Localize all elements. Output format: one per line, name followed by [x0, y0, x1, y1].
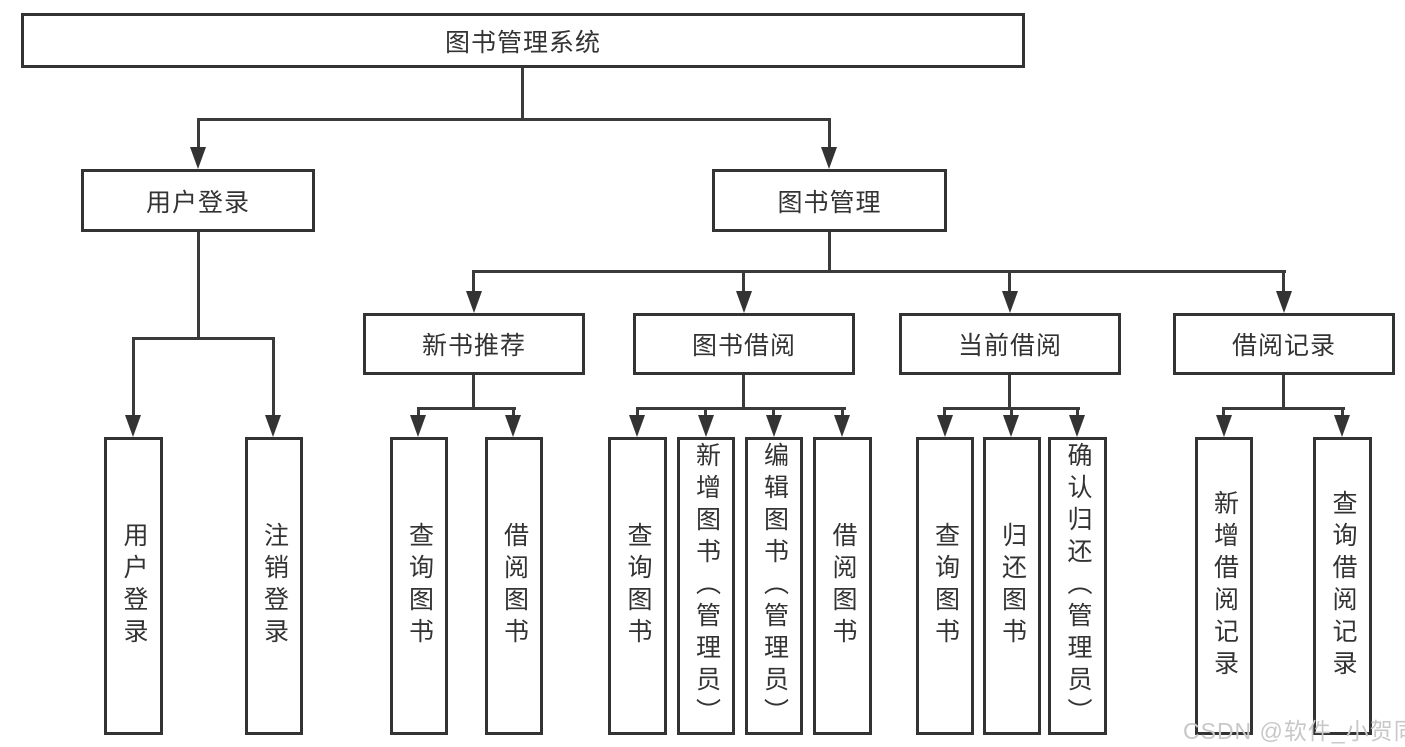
connector-line: [272, 337, 275, 419]
leaf-borrow-books-1-label: 借阅图书: [500, 522, 529, 650]
arrowhead-down-icon: [1276, 291, 1292, 313]
connector-line: [1008, 270, 1011, 293]
arrowhead-down-icon: [466, 291, 482, 313]
node-system-root-label: 图书管理系统: [444, 28, 601, 57]
leaf-edit-books-admin-label: 编辑图书（管理员）: [760, 442, 789, 730]
node-book-management-label: 图书管理: [777, 188, 882, 217]
node-user-login-label: 用户登录: [145, 188, 250, 217]
csdn-watermark: CSDN @软件_小贺同学: [1183, 718, 1405, 744]
arrowhead-down-icon: [629, 415, 645, 437]
leaf-add-books-admin: 新增图书（管理员）: [677, 437, 735, 735]
connector-line: [1076, 407, 1079, 419]
node-current-borrow: 当前借阅: [899, 313, 1121, 375]
leaf-query-borrow-record-label: 查询借阅记录: [1329, 490, 1357, 682]
connector-line: [636, 407, 846, 410]
connector-line: [132, 337, 275, 340]
leaf-add-borrow-record: 新增借阅记录: [1195, 437, 1253, 735]
leaf-user-login-label: 用户登录: [120, 522, 148, 650]
connector-line: [197, 118, 200, 150]
arrowhead-down-icon: [821, 147, 837, 169]
leaf-query-books-2-label: 查询图书: [624, 522, 652, 650]
connector-line: [704, 407, 707, 419]
arrowhead-down-icon: [265, 415, 281, 437]
connector-line: [1282, 270, 1285, 293]
leaf-return-books: 归还图书: [983, 437, 1041, 735]
arrowhead-down-icon: [190, 147, 206, 169]
leaf-logout-label: 注销登录: [260, 522, 289, 650]
connector-line: [132, 337, 135, 419]
arrowhead-down-icon: [834, 415, 850, 437]
arrowhead-down-icon: [125, 415, 141, 437]
connector-line: [841, 407, 844, 419]
connector-line: [772, 407, 775, 419]
node-user-login: 用户登录: [81, 169, 315, 232]
leaf-logout: 注销登录: [245, 437, 303, 735]
connector-line: [472, 270, 475, 293]
node-system-root: 图书管理系统: [21, 13, 1025, 68]
connector-line: [512, 407, 515, 419]
leaf-borrow-books-2: 借阅图书: [813, 437, 872, 735]
connector-line: [1341, 407, 1344, 419]
arrowhead-down-icon: [505, 415, 521, 437]
connector-line: [1008, 375, 1011, 407]
node-new-book-recommend-label: 新书推荐: [421, 332, 526, 360]
leaf-query-borrow-record: 查询借阅记录: [1313, 437, 1372, 735]
arrowhead-down-icon: [698, 415, 714, 437]
leaf-confirm-return-admin-label: 确认归还（管理员）: [1064, 442, 1092, 730]
connector-line: [828, 118, 831, 150]
connector-line: [1010, 407, 1013, 419]
arrowhead-down-icon: [1003, 415, 1019, 437]
connector-line: [472, 375, 475, 407]
node-current-borrow-label: 当前借阅: [957, 332, 1062, 360]
leaf-query-books-1-label: 查询图书: [405, 522, 434, 650]
arrowhead-down-icon: [1334, 415, 1350, 437]
arrowhead-down-icon: [1002, 291, 1018, 313]
arrowhead-down-icon: [1216, 415, 1232, 437]
node-book-borrow: 图书借阅: [633, 313, 855, 375]
connector-line: [521, 68, 524, 118]
connector-line: [943, 407, 946, 419]
connector-line: [417, 407, 516, 410]
connector-line: [1222, 407, 1345, 410]
leaf-add-books-admin-label: 新增图书（管理员）: [692, 442, 721, 730]
arrowhead-down-icon: [766, 415, 782, 437]
node-borrow-records: 借阅记录: [1173, 313, 1395, 375]
connector-line: [636, 407, 639, 419]
connector-line: [197, 118, 831, 121]
connector-line: [1222, 407, 1225, 419]
node-borrow-records-label: 借阅记录: [1231, 332, 1336, 360]
connector-line: [472, 270, 1286, 273]
connector-line: [742, 270, 745, 293]
arrowhead-down-icon: [1069, 415, 1085, 437]
leaf-query-books-3: 查询图书: [916, 437, 974, 735]
leaf-query-books-2: 查询图书: [608, 437, 667, 735]
leaf-query-books-3-label: 查询图书: [931, 522, 960, 650]
node-book-borrow-label: 图书借阅: [691, 332, 796, 360]
connector-line: [1282, 375, 1285, 407]
arrowhead-down-icon: [410, 415, 426, 437]
leaf-add-borrow-record-label: 新增借阅记录: [1210, 490, 1239, 682]
leaf-edit-books-admin: 编辑图书（管理员）: [745, 437, 803, 735]
leaf-return-books-label: 归还图书: [998, 522, 1027, 650]
leaf-borrow-books-1: 借阅图书: [485, 437, 543, 735]
connector-line: [197, 232, 200, 337]
arrowhead-down-icon: [937, 415, 953, 437]
leaf-query-books-1: 查询图书: [390, 437, 448, 735]
connector-line: [828, 232, 831, 270]
node-book-management: 图书管理: [712, 169, 947, 232]
node-new-book-recommend: 新书推荐: [363, 313, 585, 375]
leaf-user-login: 用户登录: [104, 437, 163, 735]
arrowhead-down-icon: [736, 291, 752, 313]
connector-line: [417, 407, 420, 419]
leaf-confirm-return-admin: 确认归还（管理员）: [1048, 437, 1107, 735]
leaf-borrow-books-2-label: 借阅图书: [829, 522, 857, 650]
connector-line: [742, 375, 745, 407]
